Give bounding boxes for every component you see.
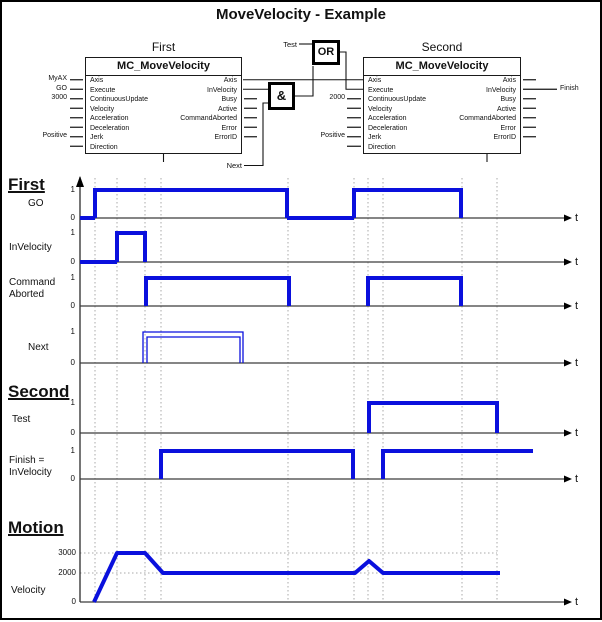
fb-output-name: CommandAborted	[459, 115, 516, 122]
signal-label-velocity: Velocity	[11, 585, 46, 596]
t-axis-label: t	[575, 212, 579, 224]
fb-input-name: Direction	[368, 143, 396, 151]
fb-pin-row: Acceleration CommandAborted	[86, 114, 241, 124]
next-wire-label: Next	[226, 161, 242, 170]
section-heading-second: Second	[8, 382, 70, 401]
fb-input-name: Velocity	[90, 105, 115, 113]
tick-high: 1	[70, 327, 75, 336]
fb-pin-row: Jerk ErrorID	[364, 133, 520, 143]
fb-input-name: Execute	[90, 86, 116, 94]
fb-pin-row: Jerk ErrorID	[86, 133, 241, 143]
fb-type-name: MC_MoveVelocity	[86, 58, 241, 76]
fb-output-name: Busy	[221, 96, 237, 103]
or-gate: OR	[312, 40, 340, 65]
pin-connection-label: Positive	[320, 132, 345, 140]
fb-output-name: Axis	[223, 77, 237, 84]
fb-input-name: Execute	[368, 86, 394, 94]
fb-pin-row: Direction	[364, 143, 520, 153]
pin-connection-label: MyAX	[48, 75, 67, 83]
fb-output-name: Axis	[502, 77, 516, 84]
fb-pin-row: Direction	[86, 143, 241, 153]
velocity-axis-tick: 0	[71, 597, 76, 606]
t-axis-label: t	[575, 357, 579, 369]
fb-output-name: Busy	[500, 96, 516, 103]
tick-low: 0	[70, 474, 75, 483]
tick-high: 1	[70, 185, 75, 194]
tick-low: 0	[70, 213, 75, 222]
fb-pin-row: Axis Axis	[364, 76, 520, 86]
fb-input-name: Velocity	[368, 105, 393, 113]
fb-output-name: InVelocity	[486, 86, 516, 94]
pin-connection-label: Positive	[42, 132, 67, 140]
fb-pin-row: Acceleration CommandAborted	[364, 114, 520, 124]
fb-input-name: Axis	[90, 77, 104, 84]
fb-output-name: InVelocity	[207, 86, 237, 94]
fb-output-name: Active	[217, 105, 237, 113]
tick-low: 0	[70, 428, 75, 437]
fb-pin-row: Execute InVelocity	[86, 86, 241, 96]
fb-output-name: Active	[496, 105, 516, 113]
test-wire-label: Test	[283, 40, 297, 49]
velocity-axis-tick: 3000	[58, 548, 76, 557]
t-axis-label: t	[575, 427, 579, 439]
fb-input-name: Jerk	[368, 134, 382, 141]
fb-type-name: MC_MoveVelocity	[364, 58, 520, 76]
fb-input-name: Jerk	[90, 134, 104, 141]
signal-label: InVelocity	[9, 242, 52, 253]
fb-pin-row: Deceleration Error	[364, 124, 520, 134]
and-gate: &	[268, 82, 295, 110]
fb-input-name: Direction	[90, 143, 118, 151]
tick-high: 1	[70, 273, 75, 282]
tick-low: 0	[70, 257, 75, 266]
fb-input-name: ContinuousUpdate	[368, 96, 426, 103]
fb-output-name: CommandAborted	[180, 115, 237, 122]
t-axis-label: t	[575, 256, 579, 268]
tick-high: 1	[70, 228, 75, 237]
fb-pin-row: Deceleration Error	[86, 124, 241, 134]
tick-low: 0	[70, 301, 75, 310]
fb-pin-row: Axis Axis	[86, 76, 241, 86]
velocity-axis-tick: 2000	[58, 568, 76, 577]
pin-connection-label-finish: Finish	[560, 84, 579, 92]
section-heading-first: First	[8, 175, 45, 194]
fb-input-name: Acceleration	[90, 115, 129, 122]
signal-label: Test	[12, 414, 31, 425]
fb-input-name: Acceleration	[368, 115, 407, 122]
tick-high: 1	[70, 398, 75, 407]
fb-output-name: Error	[500, 124, 516, 132]
pin-connection-label: 2000	[329, 94, 345, 102]
fb-instance-name-first: First	[151, 40, 176, 54]
t-axis-label: t	[575, 300, 579, 312]
pin-connection-label: GO	[56, 84, 67, 92]
fb-input-name: Axis	[368, 77, 382, 84]
signal-label: GO	[28, 198, 44, 209]
fb-output-name: ErrorID	[493, 134, 516, 141]
t-axis-label: t	[575, 473, 579, 485]
tick-low: 0	[70, 358, 75, 367]
fb-instance-name-second: Second	[421, 40, 463, 54]
fb-pin-row: Velocity Active	[86, 105, 241, 115]
pin-connection-label: 3000	[51, 94, 67, 102]
section-heading-motion: Motion	[8, 518, 64, 537]
fb-pin-row: Velocity Active	[364, 105, 520, 115]
fb-input-name: Deceleration	[368, 124, 408, 132]
fb-pin-row: Execute InVelocity	[364, 86, 520, 96]
fb-pin-row: ContinuousUpdate Busy	[364, 95, 520, 105]
fb-input-name: ContinuousUpdate	[90, 96, 148, 103]
t-axis-label: t	[575, 596, 579, 608]
fb-input-name: Deceleration	[90, 124, 130, 132]
signal-label: Next	[28, 342, 49, 353]
fb-output-name: ErrorID	[214, 134, 237, 141]
tick-high: 1	[70, 446, 75, 455]
page-title: MoveVelocity - Example	[215, 6, 387, 23]
fb-pin-row: ContinuousUpdate Busy	[86, 95, 241, 105]
signal-label: Finish =InVelocity	[9, 455, 52, 478]
fb-output-name: Error	[221, 124, 237, 132]
